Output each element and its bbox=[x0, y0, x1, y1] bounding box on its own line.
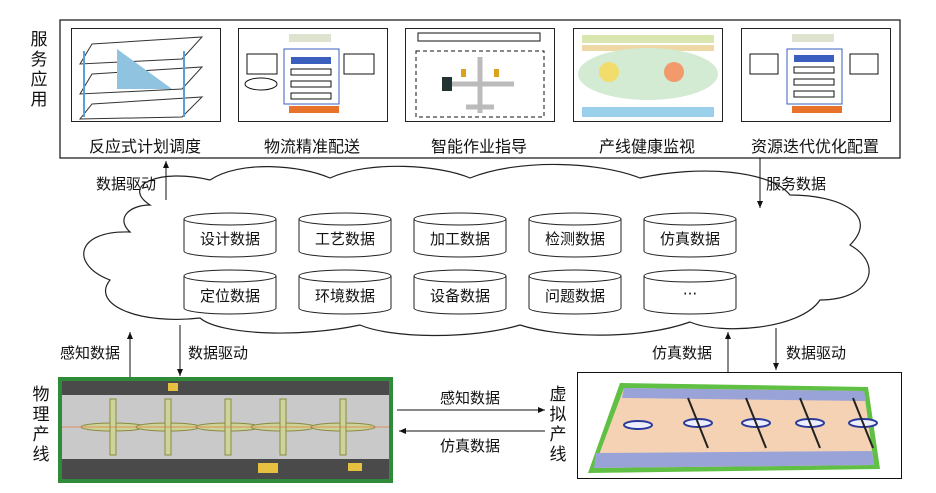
database-cylinder bbox=[643, 276, 737, 315]
panel-label: 反应式计划调度 bbox=[88, 137, 201, 156]
database-cylinder-top bbox=[413, 269, 507, 283]
data-store-label: 定位数据 bbox=[199, 287, 260, 305]
database-cylinder-top bbox=[298, 212, 392, 226]
panel-logistics bbox=[238, 28, 388, 122]
label-virt-down: 数据驱动 bbox=[786, 344, 847, 362]
service-frame bbox=[59, 19, 901, 159]
virtual-line-image bbox=[577, 372, 902, 479]
data-store-label: 仿真数据 bbox=[659, 230, 720, 248]
database-cylinder bbox=[528, 219, 622, 258]
data-store-label: ··· bbox=[682, 285, 698, 303]
database-cylinder bbox=[528, 276, 622, 315]
database-cylinder-top bbox=[643, 269, 737, 283]
data-store-label: 环境数据 bbox=[314, 287, 375, 305]
label-mid-right: 感知数据 bbox=[440, 389, 501, 407]
database-cylinder-top bbox=[183, 212, 277, 226]
label-phys-down: 数据驱动 bbox=[188, 344, 249, 362]
label-phys-up: 感知数据 bbox=[60, 344, 121, 362]
database-cylinder-top bbox=[643, 212, 737, 226]
database-cylinder bbox=[183, 276, 277, 315]
data-store-label: 问题数据 bbox=[544, 287, 605, 305]
database-cylinder-top bbox=[528, 269, 622, 283]
panel-schedule bbox=[71, 28, 221, 122]
panel-guidance bbox=[405, 28, 555, 122]
database-cylinder bbox=[643, 219, 737, 258]
virtual-line-title: 虚拟产线 bbox=[549, 385, 567, 465]
database-cylinder bbox=[413, 276, 507, 315]
label-top-right: 服务数据 bbox=[766, 175, 827, 193]
physical-line-image bbox=[58, 377, 393, 483]
label-mid-left: 仿真数据 bbox=[440, 437, 501, 455]
database-cylinder bbox=[413, 219, 507, 258]
database-cylinder bbox=[298, 219, 392, 258]
database-cylinder-top bbox=[183, 269, 277, 283]
panel-label: 资源迭代优化配置 bbox=[750, 137, 879, 156]
data-store-label: 设备数据 bbox=[429, 287, 490, 305]
label-top-left: 数据驱动 bbox=[96, 175, 157, 193]
physical-line-title: 物理产线 bbox=[32, 385, 50, 465]
data-store-label: 检测数据 bbox=[544, 230, 605, 248]
panel-health bbox=[573, 28, 723, 122]
data-store-label: 加工数据 bbox=[429, 230, 490, 248]
database-cylinder-top bbox=[528, 212, 622, 226]
database-cylinder-top bbox=[413, 212, 507, 226]
database-cylinder-top bbox=[298, 269, 392, 283]
data-store-label: 工艺数据 bbox=[314, 230, 375, 248]
panel-label: 智能作业指导 bbox=[430, 137, 527, 156]
database-cylinder bbox=[298, 276, 392, 315]
data-store-label: 设计数据 bbox=[199, 230, 260, 248]
database-cylinder bbox=[183, 219, 277, 258]
panel-resources bbox=[741, 28, 891, 122]
panel-label: 物流精准配送 bbox=[263, 137, 360, 156]
service-title: 服务应用 bbox=[30, 30, 48, 110]
panel-label: 产线健康监视 bbox=[598, 137, 695, 156]
label-virt-up: 仿真数据 bbox=[652, 344, 713, 362]
